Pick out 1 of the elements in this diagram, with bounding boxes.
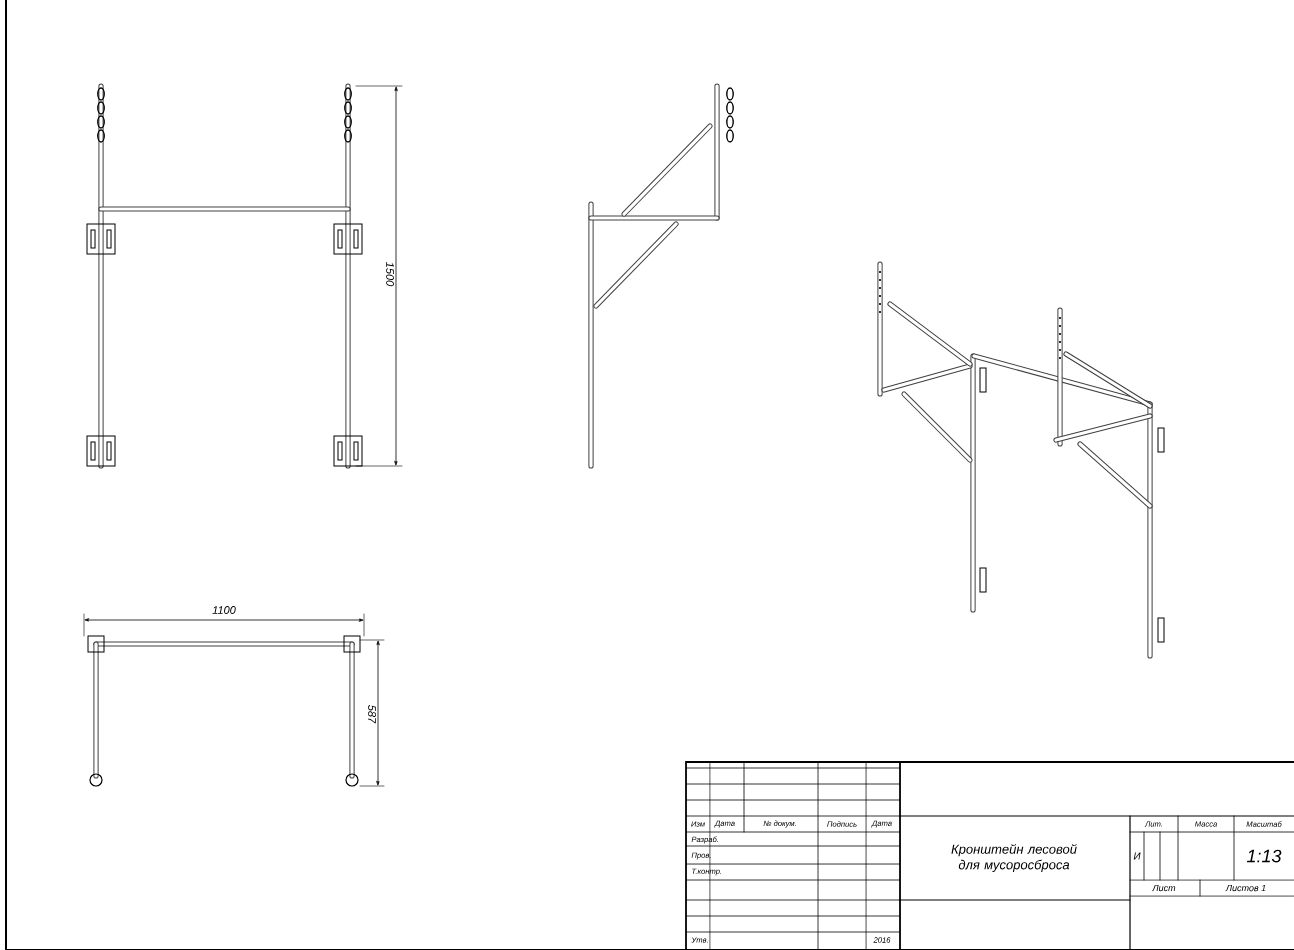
scale-value: 1:13 [1246, 849, 1282, 863]
